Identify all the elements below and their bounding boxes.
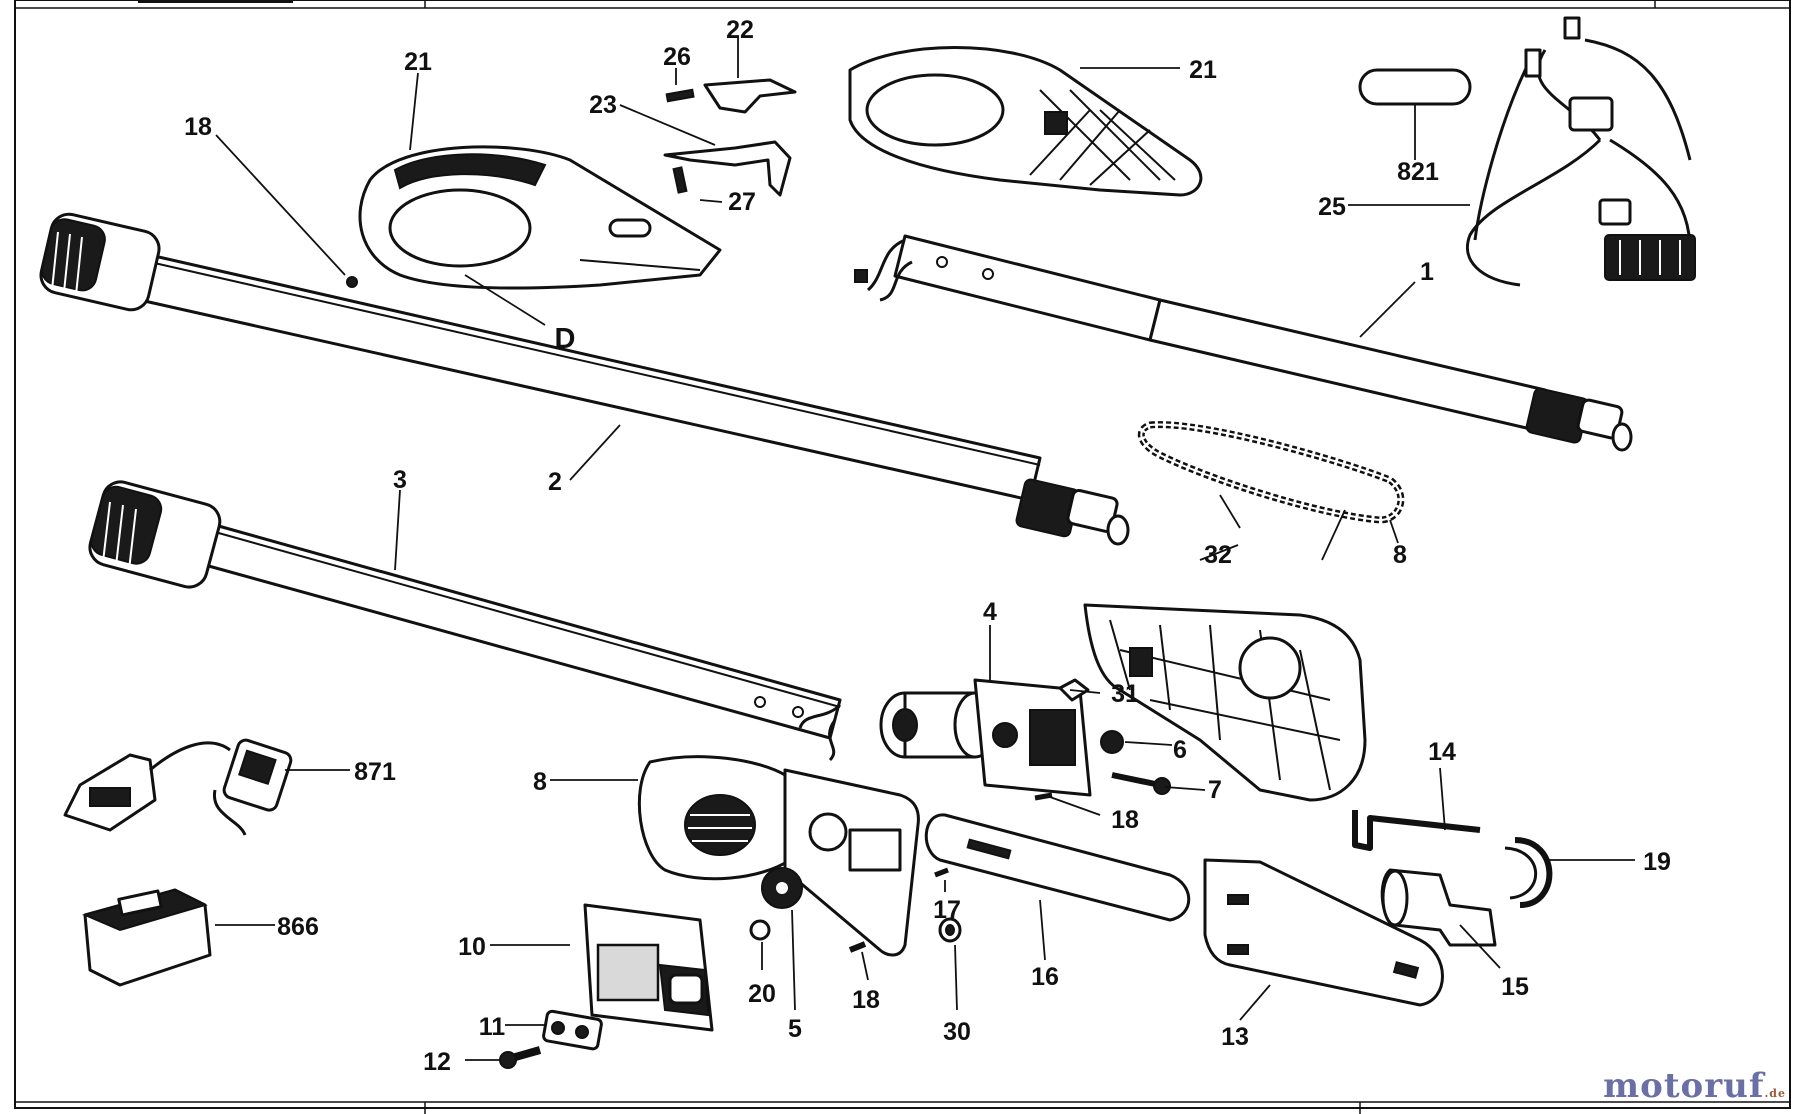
watermark-suffix: .de bbox=[1764, 1087, 1786, 1100]
callout-3: 3 bbox=[393, 466, 407, 494]
callout-26: 26 bbox=[663, 43, 691, 71]
part-18-screw-mid bbox=[1034, 792, 1053, 801]
callout-32: 32 bbox=[1204, 541, 1232, 569]
part-14-allen-key bbox=[1352, 810, 1481, 851]
callout-4: 4 bbox=[983, 598, 997, 626]
part-6-nut bbox=[1100, 730, 1124, 754]
part-821-label bbox=[1358, 68, 1472, 106]
part-3-pole bbox=[88, 480, 842, 762]
part-32-saw-chain bbox=[1137, 421, 1405, 524]
callout-22: 22 bbox=[726, 16, 754, 44]
part-16-guide-bar bbox=[924, 813, 1191, 922]
callout-1: 1 bbox=[1420, 258, 1434, 286]
callout-2: 2 bbox=[548, 468, 562, 496]
callout-8-left: 8 bbox=[533, 768, 547, 796]
callout-10: 10 bbox=[458, 933, 486, 961]
callout-5: 5 bbox=[788, 1015, 802, 1043]
part-5-sprocket bbox=[761, 867, 803, 909]
callout-12: 12 bbox=[423, 1048, 451, 1076]
callout-30: 30 bbox=[943, 1018, 971, 1046]
part-18-screw-top bbox=[346, 276, 358, 288]
drawing-frame bbox=[14, 0, 1791, 1114]
watermark-logo: motoruf.de bbox=[1603, 1066, 1786, 1106]
part-18-screw-low bbox=[848, 941, 867, 953]
callout-14: 14 bbox=[1428, 738, 1456, 766]
part-13-bar-guard bbox=[1203, 858, 1444, 1007]
callout-6: 6 bbox=[1173, 736, 1187, 764]
callout-25: 25 bbox=[1318, 193, 1346, 221]
part-8-housing-left bbox=[637, 755, 920, 957]
callout-20: 20 bbox=[748, 980, 776, 1008]
part-12-screw bbox=[499, 1046, 542, 1069]
callout-15: 15 bbox=[1501, 973, 1529, 1001]
callout-18-mid: 18 bbox=[1111, 806, 1139, 834]
part-23-switch-lever bbox=[663, 140, 792, 197]
callout-821: 821 bbox=[1397, 158, 1439, 186]
part-27-pin bbox=[672, 166, 688, 194]
callout-labels: 18 21 D 26 22 23 27 21 821 25 1 2 3 32 8… bbox=[184, 16, 1671, 1076]
callout-18-top: 18 bbox=[184, 113, 212, 141]
part-1-pole bbox=[854, 234, 1633, 452]
part-871-charger bbox=[63, 738, 293, 836]
part-4-motor bbox=[879, 678, 1092, 797]
part-7-bolt bbox=[1111, 772, 1171, 795]
part-30-washer bbox=[938, 917, 962, 943]
callout-31: 31 bbox=[1111, 680, 1139, 708]
callout-17: 17 bbox=[933, 896, 961, 924]
callout-16: 16 bbox=[1031, 963, 1059, 991]
callout-8-right: 8 bbox=[1393, 541, 1407, 569]
callout-18-low: 18 bbox=[852, 986, 880, 1014]
callout-21-right: 21 bbox=[1189, 56, 1217, 84]
callout-13: 13 bbox=[1221, 1023, 1249, 1051]
callout-19: 19 bbox=[1643, 848, 1671, 876]
part-26-pin bbox=[665, 88, 695, 103]
part-8-housing-right bbox=[1083, 603, 1367, 802]
part-19-clip bbox=[1504, 837, 1553, 908]
callout-871: 871 bbox=[354, 758, 396, 786]
leader-lines bbox=[215, 38, 1635, 1061]
part-15-oil-bottle bbox=[1380, 868, 1497, 947]
callout-866: 866 bbox=[277, 913, 319, 941]
part-2-pole bbox=[39, 212, 1130, 546]
callout-23-label: 23 bbox=[589, 91, 617, 119]
part-17-screw bbox=[934, 867, 949, 878]
part-21-handle-right bbox=[848, 46, 1203, 197]
callout-21-left: 21 bbox=[404, 48, 432, 76]
part-10-cover bbox=[583, 903, 714, 1032]
callout-D: D bbox=[555, 323, 576, 355]
callout-11: 11 bbox=[479, 1013, 506, 1041]
part-25-wiring-harness bbox=[1466, 16, 1696, 287]
part-22-trigger bbox=[703, 78, 797, 114]
callout-27: 27 bbox=[728, 188, 756, 216]
part-21-handle-left bbox=[358, 145, 722, 290]
part-11-plate bbox=[542, 1009, 603, 1051]
callout-7: 7 bbox=[1208, 776, 1222, 804]
part-866-battery bbox=[81, 888, 212, 987]
watermark-text: motoruf bbox=[1603, 1066, 1765, 1106]
part-20-washer bbox=[749, 919, 771, 941]
